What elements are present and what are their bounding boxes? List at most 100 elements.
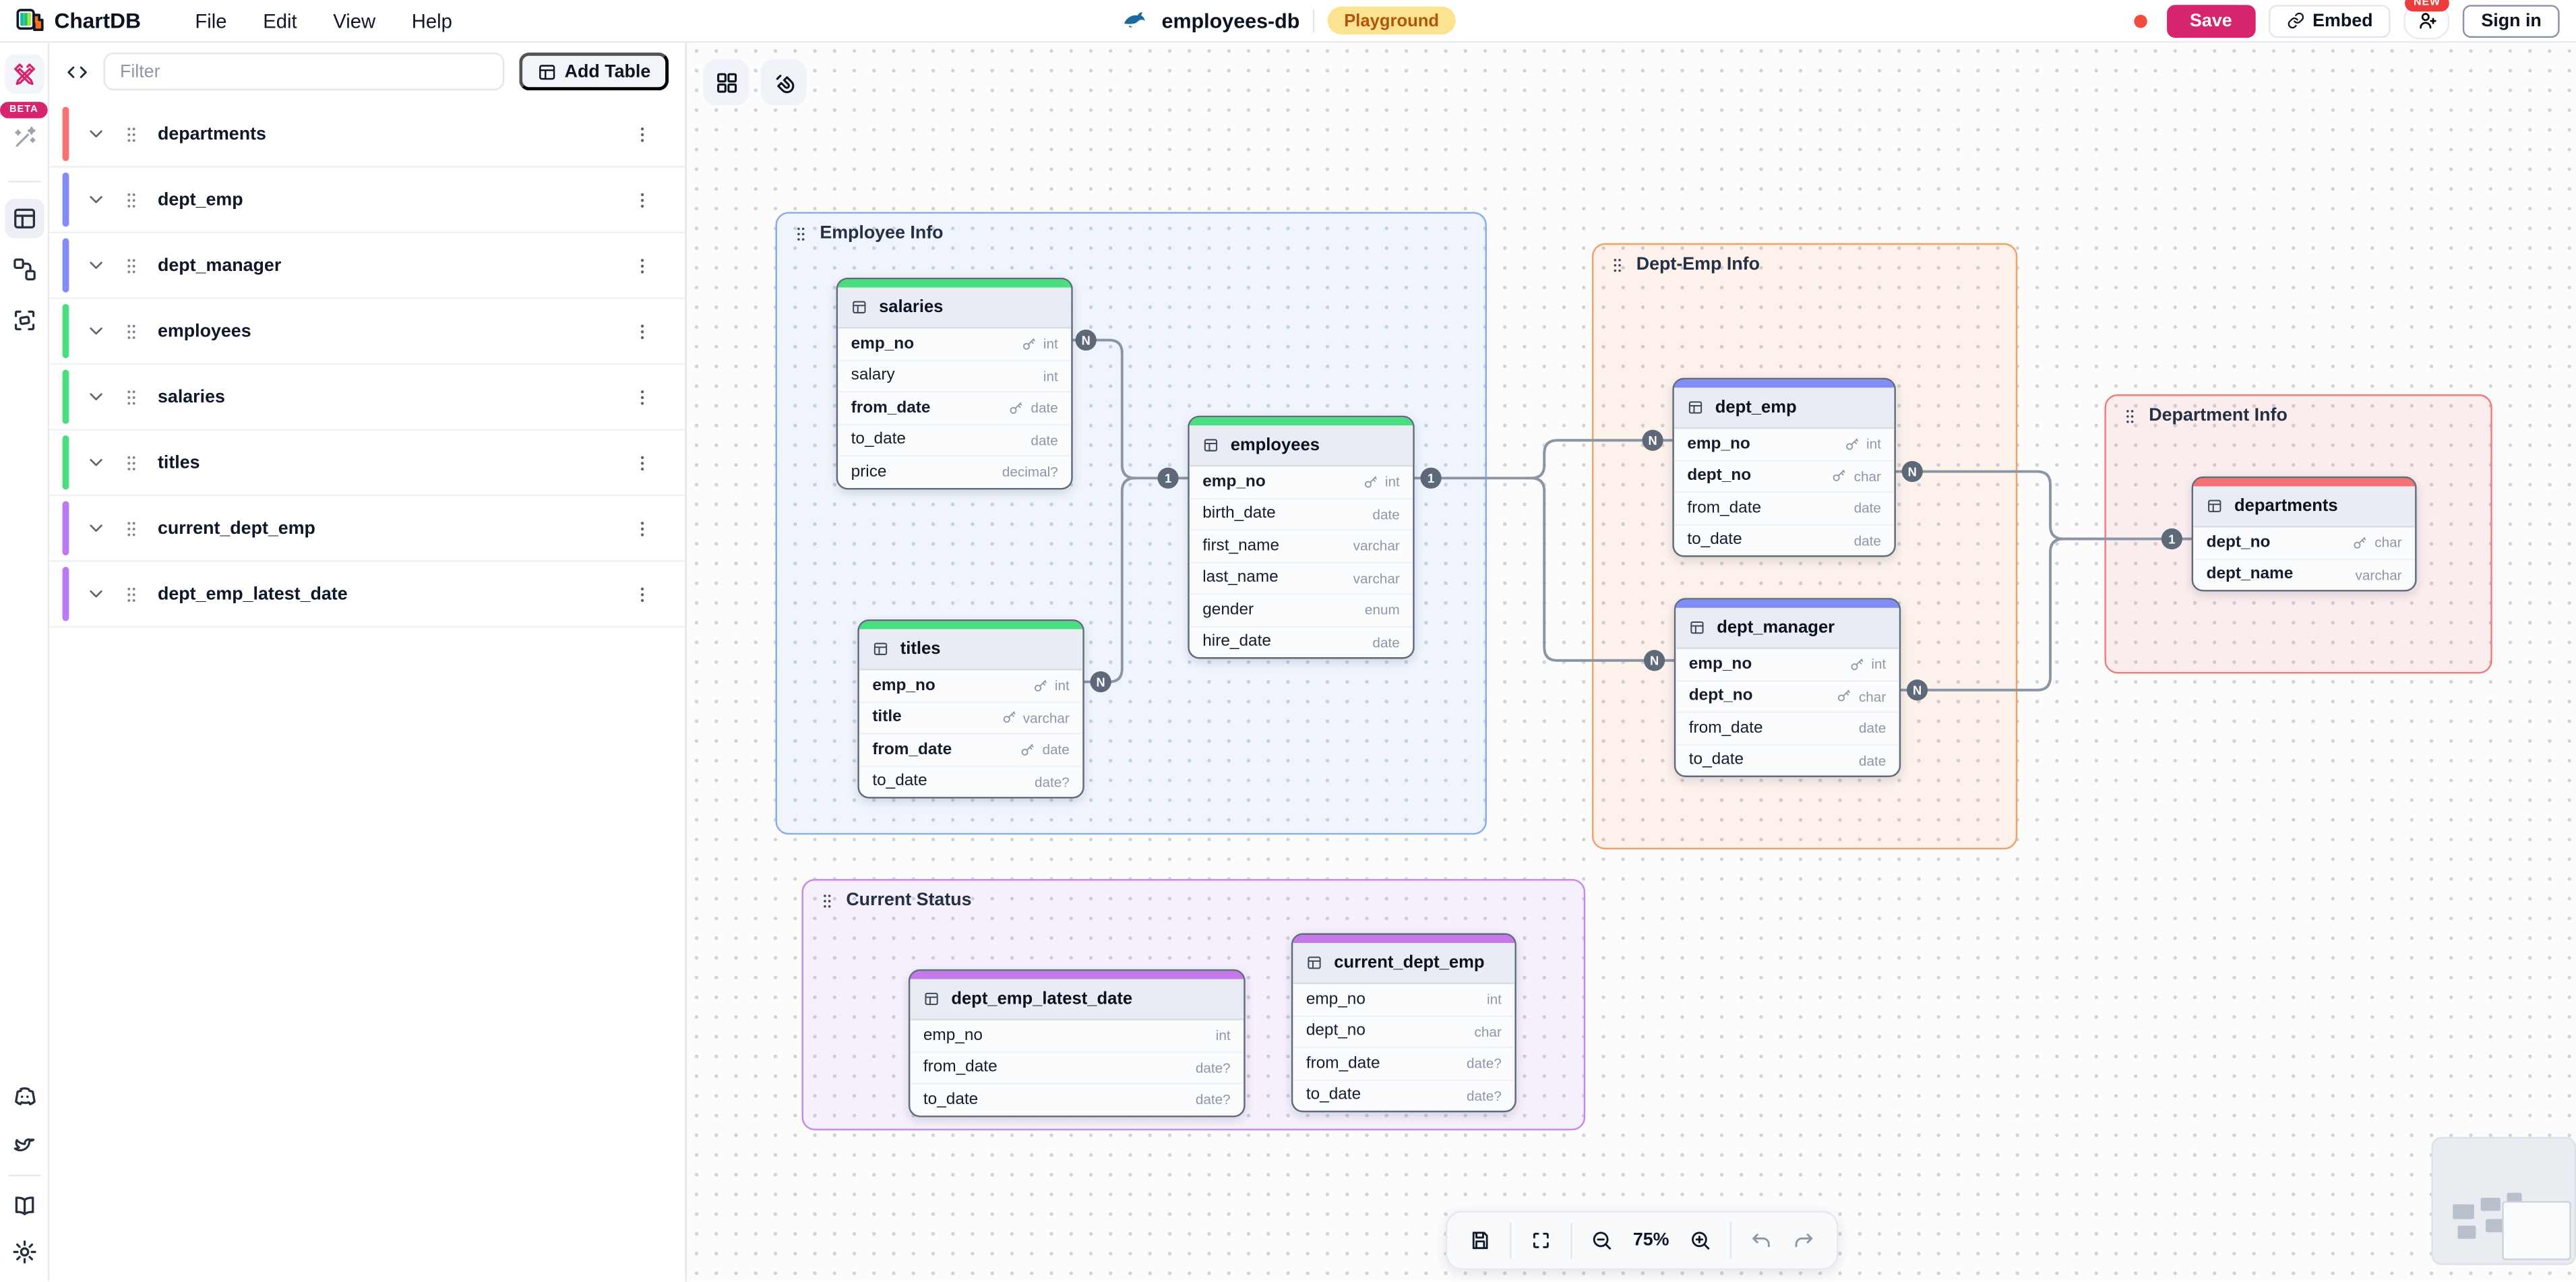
table-list-label[interactable]: dept_manager xyxy=(158,255,282,276)
table-list-label[interactable]: dept_emp_latest_date xyxy=(158,584,348,604)
table-header[interactable]: dept_emp xyxy=(1674,388,1895,429)
edge-dept-manager-departments[interactable] xyxy=(1899,537,2065,692)
drag-handle-icon[interactable] xyxy=(121,387,141,406)
chevron-down-icon[interactable] xyxy=(86,189,107,210)
edge-titles-employees[interactable] xyxy=(1082,477,1137,683)
menu-help[interactable]: Help xyxy=(411,9,452,32)
zoom-level[interactable]: 75% xyxy=(1632,1230,1669,1250)
table-list-label[interactable]: dept_emp xyxy=(158,189,243,210)
magic-wand-button[interactable] xyxy=(4,119,44,158)
menu-view[interactable]: View xyxy=(333,9,376,32)
drag-handle-icon[interactable] xyxy=(121,453,141,472)
fit-view-button[interactable] xyxy=(1520,1219,1562,1262)
app-logo[interactable]: ChartDB xyxy=(16,8,141,33)
more-options-icon[interactable] xyxy=(632,453,652,472)
more-options-icon[interactable] xyxy=(632,322,652,341)
view-code-toggle[interactable] xyxy=(66,60,89,83)
chevron-down-icon[interactable] xyxy=(86,583,107,605)
table-list-label[interactable]: titles xyxy=(158,452,200,472)
table-header[interactable]: current_dept_emp xyxy=(1293,943,1515,985)
chevron-down-icon[interactable] xyxy=(86,255,107,276)
menu-file[interactable]: File xyxy=(195,9,227,32)
drag-handle-icon[interactable] xyxy=(121,124,141,144)
more-options-icon[interactable] xyxy=(632,387,652,406)
sidebar-item-current-dept-emp[interactable]: current_dept_emp xyxy=(49,496,685,562)
more-options-icon[interactable] xyxy=(632,518,652,538)
chevron-down-icon[interactable] xyxy=(86,320,107,342)
sign-in-button[interactable]: Sign in xyxy=(2463,4,2560,37)
redo-button[interactable] xyxy=(1783,1219,1825,1262)
table-header[interactable]: departments xyxy=(2193,486,2416,528)
diagram-canvas[interactable]: Employee Info Dept-Emp Info Department I… xyxy=(686,40,2576,1282)
save-diagram-button[interactable] xyxy=(1459,1219,1502,1262)
table-header[interactable]: salaries xyxy=(838,287,1072,329)
edge-employees-dept-emp[interactable] xyxy=(1413,439,1674,480)
minimap-viewport[interactable] xyxy=(2502,1200,2571,1260)
more-options-icon[interactable] xyxy=(632,124,652,144)
drag-handle-icon[interactable] xyxy=(121,322,141,341)
table-list-label[interactable]: salaries xyxy=(158,387,225,407)
sidebar-item-employees[interactable]: employees xyxy=(49,299,685,365)
areas-panel-button[interactable] xyxy=(4,301,44,340)
sidebar-item-dept-emp[interactable]: dept_emp xyxy=(49,168,685,234)
more-options-icon[interactable] xyxy=(632,255,652,275)
table-list-label[interactable]: departments xyxy=(158,124,266,144)
diagram-title[interactable]: employees-db xyxy=(1161,9,1300,32)
table-header[interactable]: employees xyxy=(1189,425,1413,467)
chevron-down-icon[interactable] xyxy=(86,123,107,145)
relationships-panel-button[interactable] xyxy=(4,250,44,290)
drag-handle-icon[interactable] xyxy=(121,190,141,210)
discord-button[interactable] xyxy=(4,1076,44,1116)
more-options-icon[interactable] xyxy=(632,190,652,210)
chevron-down-icon[interactable] xyxy=(86,386,107,408)
docs-button[interactable] xyxy=(4,1186,44,1226)
twitter-button[interactable] xyxy=(4,1126,44,1165)
sidebar-item-departments[interactable]: departments xyxy=(49,102,685,168)
layout-grid-button[interactable] xyxy=(703,59,749,105)
table-list-label[interactable]: employees xyxy=(158,321,251,341)
minimap[interactable] xyxy=(2431,1136,2576,1265)
filter-input[interactable] xyxy=(103,53,504,91)
chevron-down-icon[interactable] xyxy=(86,452,107,473)
sidebar-item-dept-emp-latest-date[interactable]: dept_emp_latest_date xyxy=(49,562,685,628)
table-header[interactable]: titles xyxy=(859,629,1083,671)
menu-edit[interactable]: Edit xyxy=(263,9,297,32)
edge-salaries-employees[interactable] xyxy=(1071,338,1190,480)
snap-magnet-button[interactable] xyxy=(760,59,807,105)
table-header[interactable]: dept_manager xyxy=(1676,607,1899,649)
undo-button[interactable] xyxy=(1740,1219,1782,1262)
zoom-out-button[interactable] xyxy=(1581,1219,1623,1262)
table-list-label[interactable]: current_dept_emp xyxy=(158,518,315,539)
embed-button[interactable]: Embed xyxy=(2268,4,2391,37)
drag-handle-icon[interactable] xyxy=(121,255,141,275)
settings-button[interactable] xyxy=(4,1232,44,1272)
